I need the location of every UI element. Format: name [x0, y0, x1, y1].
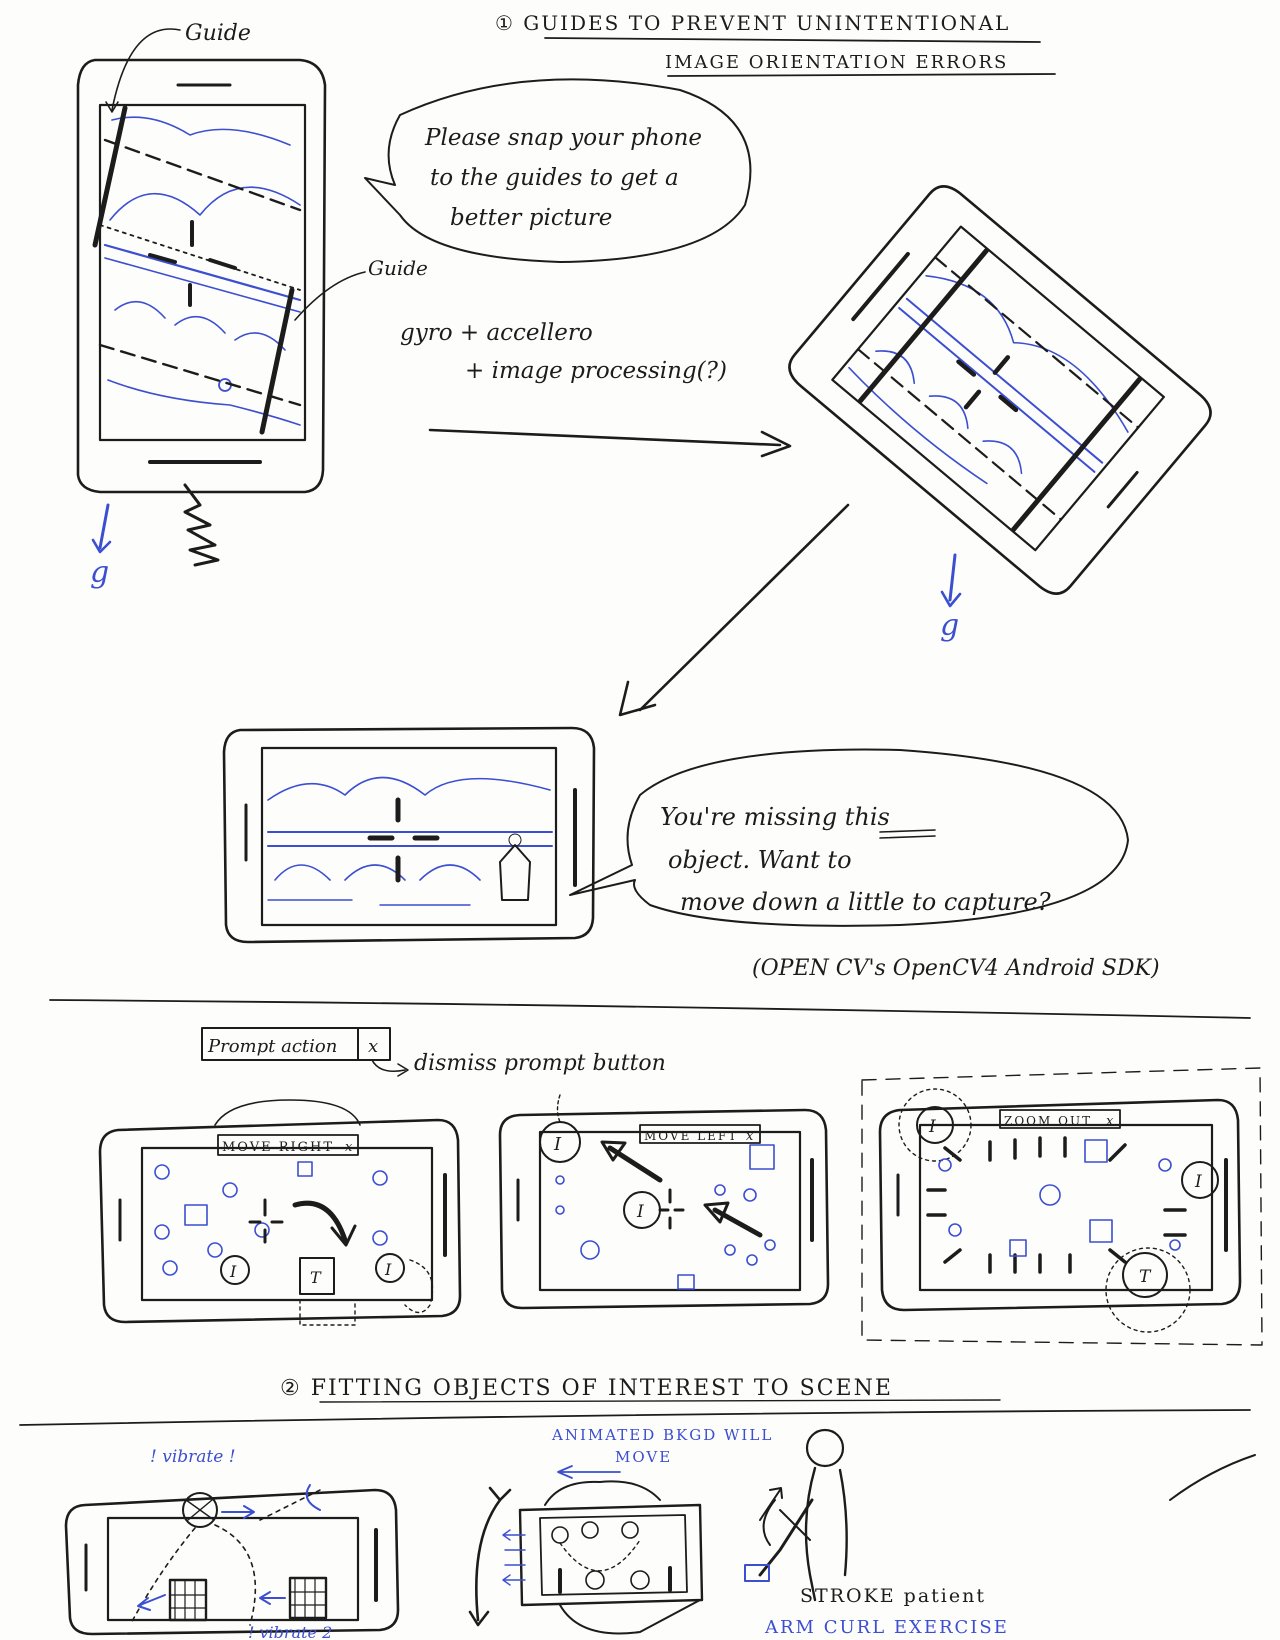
- stroke-patient-label: STROKE patient: [800, 1585, 986, 1607]
- arm-curl-label: ARM CURL EXERCISE: [764, 1617, 1009, 1638]
- rotated-phone-sketch: [788, 185, 1212, 595]
- section-divider-2: [19, 1409, 1251, 1426]
- marker-T-1: T: [310, 1268, 322, 1287]
- section1-title-line2: IMAGE ORIENTATION ERRORS: [665, 52, 1008, 73]
- animated-note-line2: MOVE: [615, 1448, 672, 1466]
- section1-title: ① GUIDES TO PREVENT UNINTENTIONAL IMAGE …: [495, 11, 1056, 77]
- missing-object-line3: move down a little to capture?: [680, 888, 1051, 916]
- section-divider-1: [49, 999, 1251, 1019]
- scene-landscape: [103, 116, 302, 426]
- snap-hint-line1: Please snap your phone: [424, 125, 702, 151]
- missing-object-bubble: You're missing this object. Want to move…: [569, 748, 1129, 927]
- ball-game-phone: ! vibrate ! ! vibrate 2: [64, 1447, 400, 1640]
- missing-object-line1: You're missing this: [660, 803, 890, 831]
- gravity-label-2: g: [940, 608, 959, 643]
- snap-hint-line3: better picture: [450, 205, 612, 231]
- prompt-phone-zoom-out: ZOOM OUT x I I T: [861, 1067, 1263, 1346]
- animated-note-line1: ANIMATED BKGD WILL: [551, 1426, 773, 1444]
- snap-hint-line2: to the guides to get a: [430, 165, 679, 191]
- missing-object-line2: object. Want to: [668, 846, 852, 874]
- section2-title-underline: [319, 1399, 1001, 1403]
- vibrate-label-2: ! vibrate 2: [248, 1623, 332, 1640]
- landscape-phone-sketch: [222, 726, 596, 944]
- marker-I-2: I: [384, 1260, 392, 1279]
- prompt-move-left: MOVE LEFT: [644, 1129, 738, 1143]
- section1-title-line1: ① GUIDES TO PREVENT UNINTENTIONAL: [495, 11, 1010, 35]
- prompt-zoom-out: ZOOM OUT: [1004, 1114, 1092, 1128]
- prompt-move-right: MOVE RIGHT: [222, 1140, 334, 1155]
- handheld-phone-sketch: ANIMATED BKGD WILL MOVE: [468, 1426, 773, 1635]
- marker-I-5: I: [928, 1117, 936, 1137]
- prompt-legend: Prompt action x dismiss prompt button: [201, 1027, 666, 1077]
- sensor-note-line2: + image processing(?): [465, 358, 727, 384]
- dismiss-symbol: x: [368, 1036, 378, 1057]
- vibrate-label-1: ! vibrate !: [150, 1447, 236, 1467]
- guide-label-side: Guide: [368, 256, 428, 280]
- section2-title: ② FITTING OBJECTS OF INTEREST TO SCENE: [280, 1376, 893, 1401]
- sensor-note-line1: gyro + accellero: [400, 320, 593, 346]
- sensor-note: gyro + accellero + image processing(?): [400, 320, 792, 458]
- gravity-arrow-2: [948, 553, 957, 602]
- marker-I-1: I: [229, 1262, 237, 1281]
- sdk-note: (OPEN CV's OpenCV4 Android SDK): [752, 956, 1160, 981]
- stray-stroke: [1169, 1454, 1256, 1501]
- marker-I-4: I: [636, 1202, 644, 1222]
- prompt-action-label: Prompt action: [207, 1036, 337, 1057]
- stroke-patient-sketch: STROKE patient ARM CURL EXERCISE: [744, 1428, 1009, 1638]
- snap-hint-bubble: Please snap your phone to the guides to …: [364, 78, 752, 263]
- guide-label-top: Guide: [185, 21, 251, 46]
- prompt-phone-move-right: MOVE RIGHT x I I T: [98, 1099, 462, 1326]
- dismiss-x-1: x: [345, 1140, 353, 1155]
- marker-T-2: T: [1139, 1267, 1152, 1287]
- prompt-phone-move-left: MOVE LEFT x I I: [498, 1094, 830, 1310]
- transition-arrow: [638, 503, 850, 712]
- portrait-phone-sketch: Guide Guide g: [76, 21, 428, 590]
- dismiss-note: dismiss prompt button: [414, 1051, 666, 1076]
- gravity-label-1: g: [90, 555, 109, 590]
- marker-I-3: I: [553, 1134, 562, 1155]
- marker-I-6: I: [1194, 1172, 1202, 1192]
- dismiss-x-3: x: [1106, 1114, 1114, 1129]
- dismiss-x-2: x: [746, 1129, 754, 1144]
